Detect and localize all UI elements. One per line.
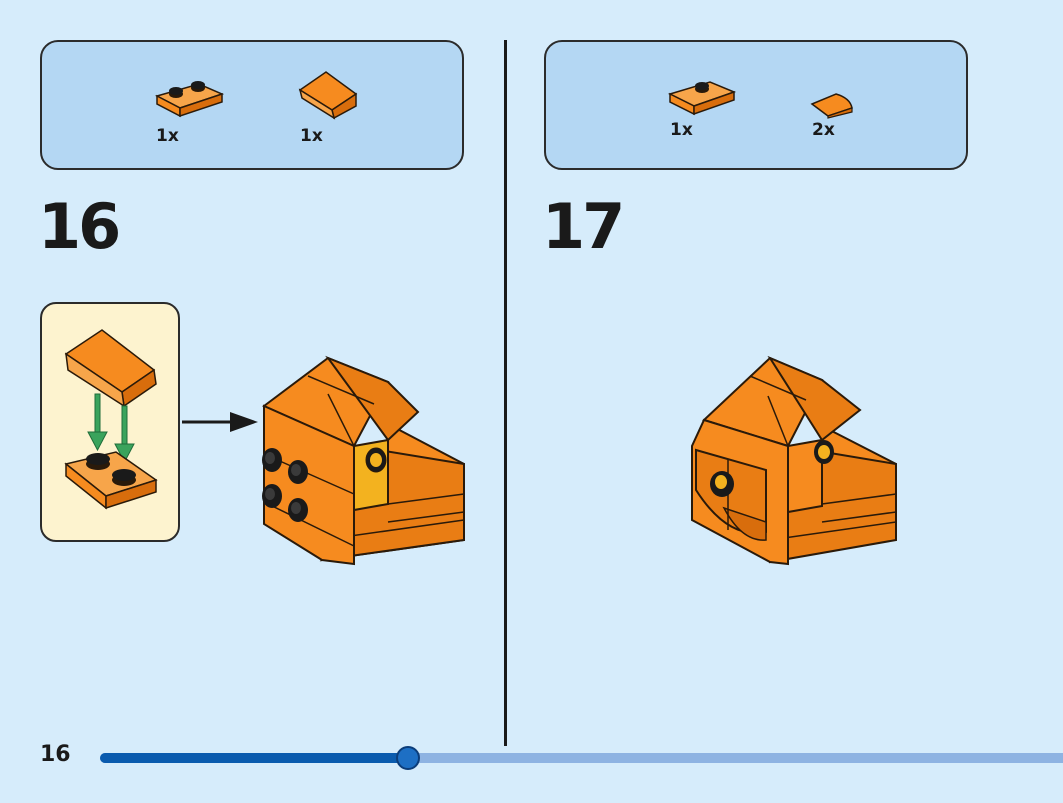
part-qty: 2x: [812, 120, 835, 140]
model-step-17: [691, 355, 897, 566]
progress-knob: [396, 746, 420, 770]
progress-bar: [100, 746, 1063, 770]
model-step-16: [262, 355, 465, 566]
orange-round-tile-quarter-icon: [810, 93, 853, 119]
parts-list-step-17: 1x 2x: [544, 40, 968, 170]
part-qty: 1x: [670, 120, 693, 140]
orange-plate-1x2-icon: [154, 81, 225, 118]
progress-fill: [100, 753, 408, 763]
part-qty: 1x: [300, 126, 323, 146]
orange-slope-brick-icon: [298, 71, 358, 120]
parts-list-step-16: 1x 1x: [40, 40, 464, 170]
subassembly-illustration: [64, 329, 158, 510]
down-arrow-icon: [87, 393, 135, 464]
orange-jumper-plate-icon: [667, 81, 737, 116]
attach-arrow-icon: [182, 412, 258, 432]
page-number: 16: [40, 742, 71, 767]
step-number-17: 17: [542, 190, 625, 263]
subassembly-callout: [40, 302, 180, 542]
step-divider: [504, 40, 507, 746]
part-qty: 1x: [156, 126, 179, 146]
step-number-16: 16: [38, 190, 121, 263]
